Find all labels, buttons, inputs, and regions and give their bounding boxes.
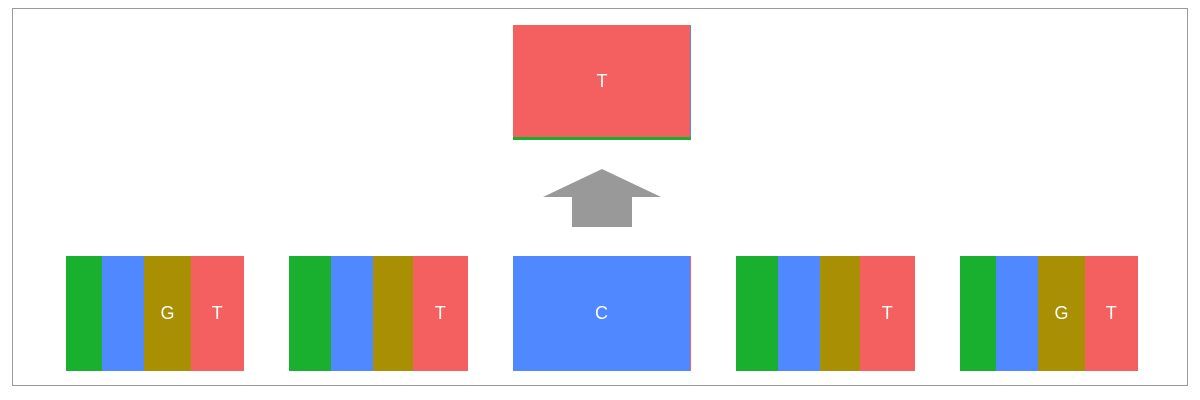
segment-label: T bbox=[1105, 303, 1117, 323]
segment-t: T bbox=[1084, 256, 1138, 371]
input-block-3: C bbox=[513, 256, 691, 371]
input-block-4: T bbox=[736, 256, 915, 371]
predicted-label: T bbox=[596, 70, 608, 91]
segment-c bbox=[778, 256, 821, 371]
segment-t bbox=[689, 256, 691, 371]
segment-a bbox=[289, 256, 332, 371]
segment-c bbox=[331, 256, 374, 371]
segment-c bbox=[101, 256, 145, 371]
segment-g: G bbox=[144, 256, 191, 371]
up-arrow-icon bbox=[543, 169, 661, 227]
segment-label: T bbox=[881, 303, 893, 323]
segment-g bbox=[373, 256, 413, 371]
predicted-minor-strip bbox=[513, 137, 691, 140]
segment-label: G bbox=[160, 303, 175, 323]
segment-t: T bbox=[190, 256, 244, 371]
segment-label: G bbox=[1054, 303, 1069, 323]
predicted-edge-sliver bbox=[690, 25, 691, 137]
segment-a bbox=[960, 256, 996, 371]
input-block-2: T bbox=[289, 256, 468, 371]
segment-t: T bbox=[412, 256, 468, 371]
up-arrow-shape bbox=[543, 169, 661, 227]
predicted-block: T bbox=[513, 25, 691, 140]
predicted-dominant-segment: T bbox=[513, 25, 691, 137]
segment-c: C bbox=[513, 256, 690, 371]
segment-c bbox=[995, 256, 1039, 371]
segment-g: G bbox=[1038, 256, 1085, 371]
segment-label: T bbox=[211, 303, 223, 323]
segment-a bbox=[66, 256, 102, 371]
segment-label: T bbox=[434, 303, 446, 323]
segment-label: C bbox=[594, 303, 608, 323]
segment-g bbox=[820, 256, 860, 371]
segment-a bbox=[736, 256, 779, 371]
segment-t: T bbox=[859, 256, 915, 371]
